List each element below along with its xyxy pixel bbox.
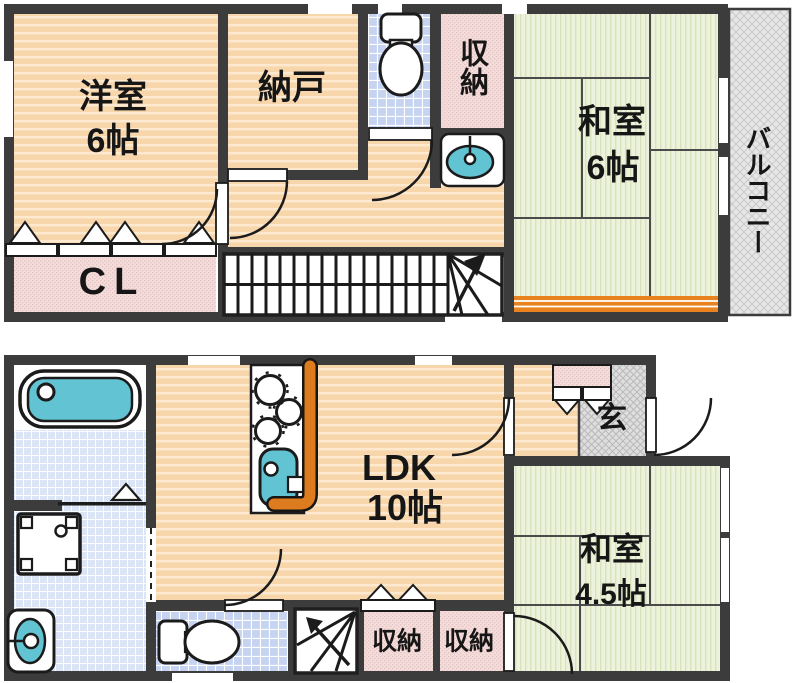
closet-left-floor: [361, 609, 435, 673]
window-icon: [719, 78, 728, 143]
door-swing-icon: [368, 127, 434, 202]
japanese-room-1f-size-label: 4.5帖: [575, 578, 647, 611]
door-swing-icon: [451, 397, 515, 457]
balcony-label: バルコニー: [742, 125, 772, 255]
western-room-size-label: 6帖: [86, 122, 140, 160]
toilet-icon: [157, 619, 241, 665]
counter-edge: [266, 358, 318, 512]
japanese-room-1f-label: 和室: [579, 531, 645, 567]
vanity-sink-icon: [6, 608, 56, 674]
tatami-mat-lines-2f: [514, 9, 720, 296]
door-swing-icon: [224, 548, 284, 612]
stairs-icon: [293, 607, 359, 675]
shoe-cabinet-icon: [552, 364, 612, 416]
western-room-floor: [10, 10, 218, 244]
japanese-room-2f-size-label: 6帖: [586, 149, 640, 187]
ldk-label: LDK: [362, 447, 436, 488]
washbasin-icon: [439, 132, 506, 188]
window-icon: [719, 157, 728, 215]
window-icon: [308, 4, 352, 14]
folding-door-icon: [5, 220, 217, 257]
bathtub-icon: [18, 369, 142, 429]
closet-2f-floor: [436, 10, 507, 132]
windows-1f: [172, 356, 729, 681]
window-icon: [378, 4, 402, 14]
door-swing-icon: [503, 612, 574, 675]
storage-room-label: 納戸: [258, 69, 326, 107]
closet-right-floor: [438, 609, 506, 673]
window-icon: [172, 673, 233, 681]
japanese-room-2f-floor: [510, 10, 722, 312]
toilet-icon: [378, 12, 424, 97]
stairs-up-arrow-icon: [464, 253, 486, 276]
closet-left-label: 収納: [371, 627, 423, 656]
japanese-room-1f-floor: [510, 466, 722, 675]
entrance-door-icon: [645, 397, 713, 457]
window-icon: [721, 468, 729, 532]
entrance-label: 玄: [597, 402, 627, 435]
window-icon: [188, 356, 240, 365]
japanese-room-2f-label: 和室: [578, 103, 646, 141]
ldk-floor: [150, 365, 504, 605]
window-icon: [445, 313, 502, 322]
stove-icon: [251, 371, 306, 448]
sliding-door-icon: [146, 528, 156, 602]
western-room-label: 洋室: [79, 78, 147, 116]
closet-cl-label: CL: [78, 261, 146, 303]
door-swing-icon: [161, 182, 229, 246]
washing-machine-icon: [16, 512, 82, 576]
sliding-door-icon: [58, 482, 146, 506]
closet-right-label: 収納: [443, 627, 495, 656]
window-icon: [2, 61, 13, 137]
ldk-size-label: 10帖: [366, 487, 444, 528]
window-icon: [721, 538, 729, 602]
tatami-mat-lines-1f: [510, 466, 720, 671]
window-icon: [415, 356, 452, 365]
first-floor: [4, 355, 730, 681]
windows-2f: [2, 4, 728, 322]
closet-2f-label: 収納: [455, 38, 488, 96]
second-floor: [2, 4, 792, 322]
kitchen-counter-icon: [249, 358, 318, 515]
kitchen-sink-icon: [258, 447, 308, 508]
stairs-icon: [222, 252, 504, 317]
storage-room-floor: [223, 10, 363, 175]
window-icon: [502, 4, 527, 14]
folding-door-icon: [360, 583, 436, 612]
balcony-floor: [727, 7, 792, 317]
stairs-up-arrow-icon: [306, 617, 323, 634]
door-swing-icon: [227, 168, 289, 240]
ledge-strip-2f: [512, 296, 720, 312]
